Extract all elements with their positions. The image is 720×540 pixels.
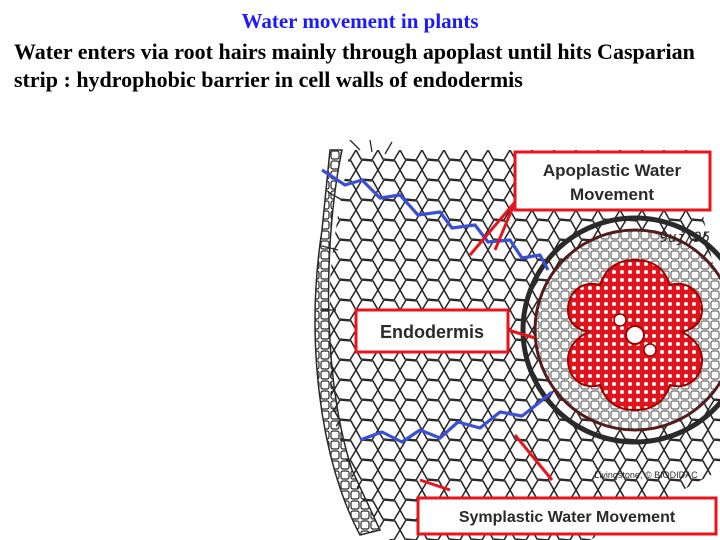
endodermis-label: Endodermis [380,322,484,342]
root-cross-section-diagram: Apoplastic Water Movement Endodermis Sym… [290,140,720,540]
slide-body-text: Water enters via root hairs mainly throu… [14,38,714,94]
apoplastic-label-line2: Movement [570,185,654,204]
image-credit: Livingstone, © BIODIDAC [594,470,698,480]
symplastic-callout: Symplastic Water Movement [418,498,716,534]
apoplastic-label-line1: Apoplastic Water [543,161,682,180]
apoplastic-callout: Apoplastic Water Movement [515,152,710,210]
handwritten-date: 9uj/95 [660,230,711,246]
endodermis-callout: Endodermis [356,310,508,352]
slide-title: Water movement in plants [0,8,720,34]
symplastic-label: Symplastic Water Movement [459,509,676,526]
